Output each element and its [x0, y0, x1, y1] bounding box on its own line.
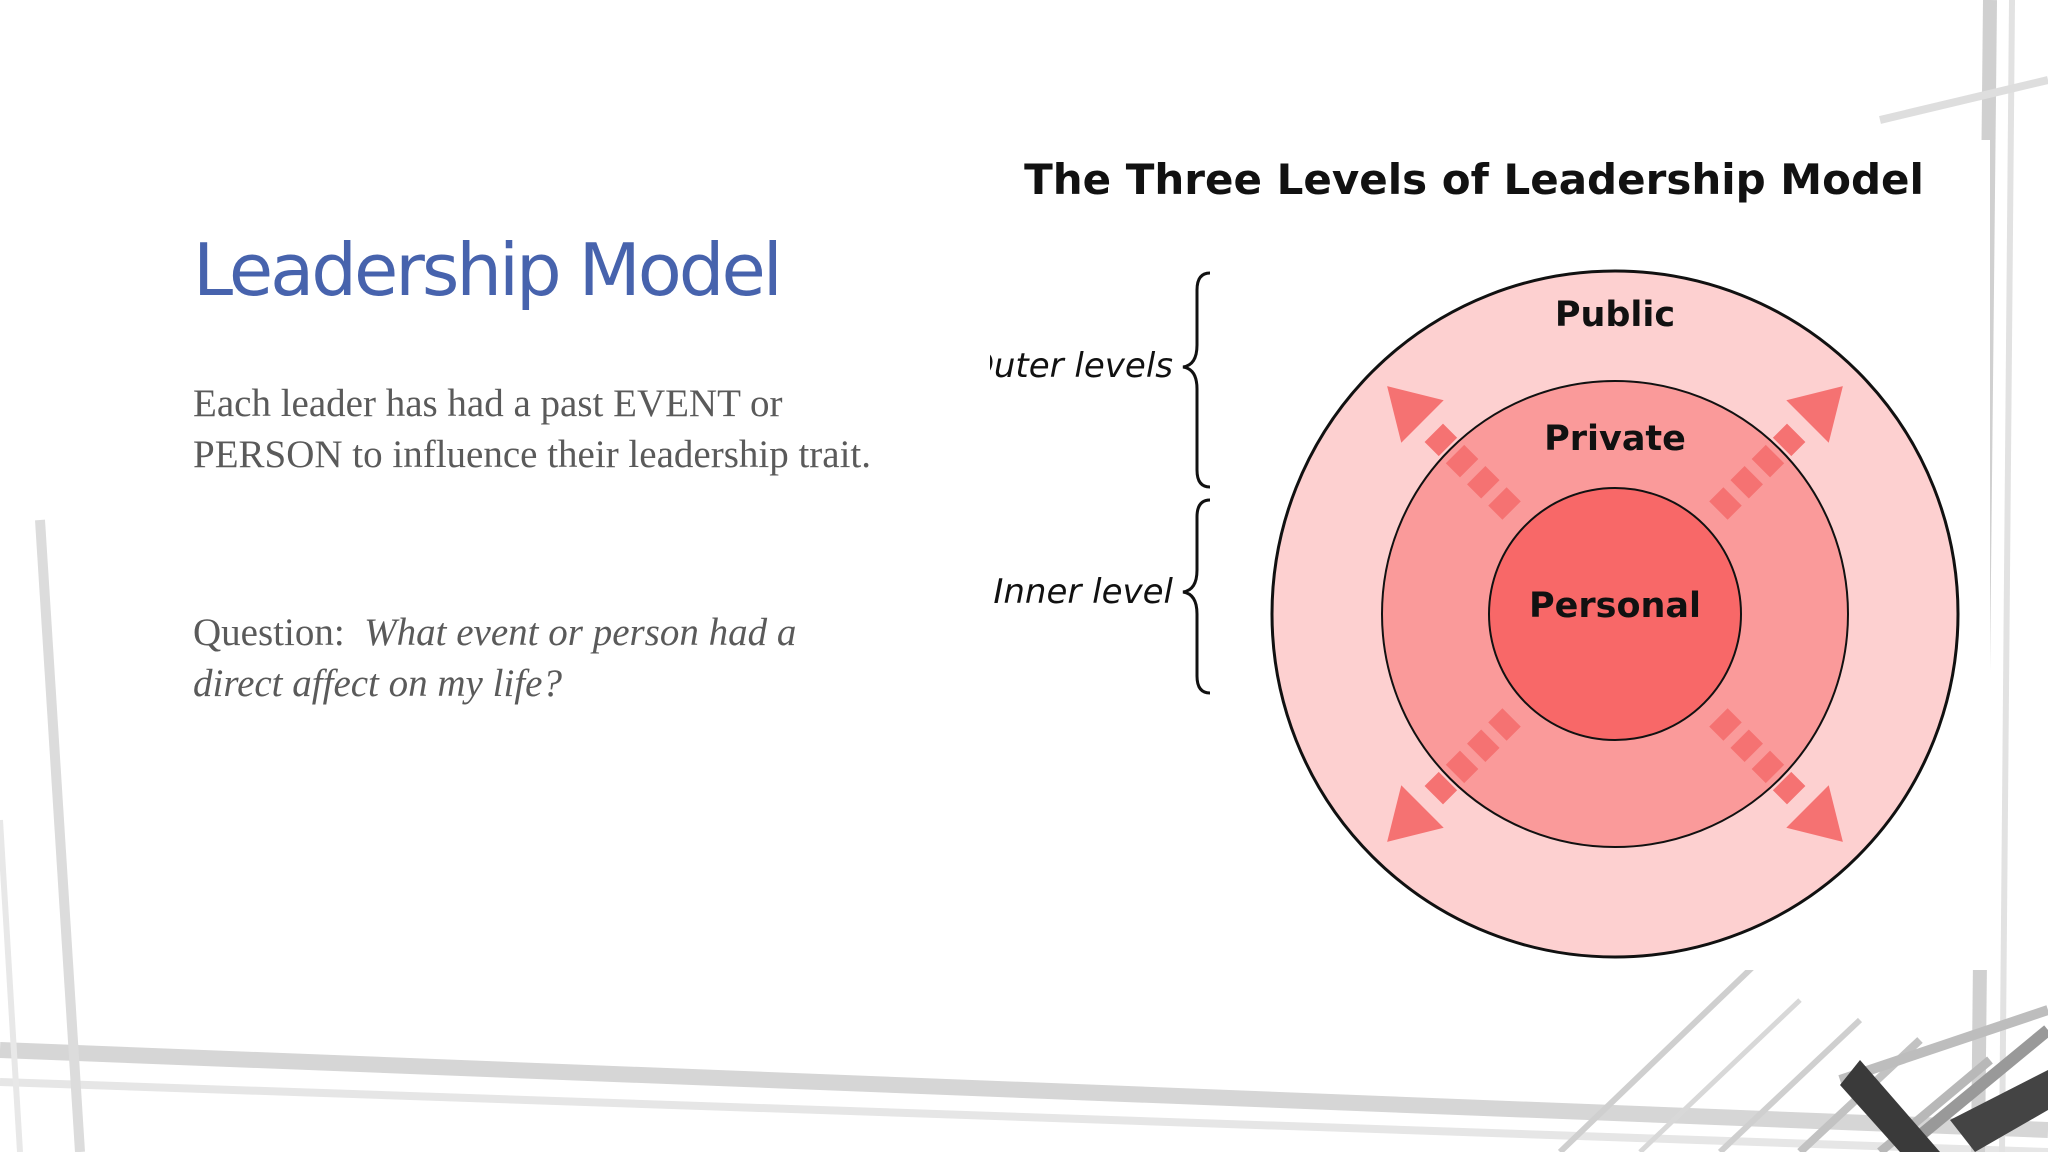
public-label: Public [1555, 295, 1675, 335]
personal-ring [1488, 487, 1742, 741]
body-paragraph: Each leader has had a past EVENT or PERS… [193, 382, 872, 476]
slide-title: Leadership Model [193, 228, 783, 312]
question-body: What event or person had a direct affect… [193, 611, 797, 705]
question-label: Question: [193, 611, 345, 654]
inner-level-brace [1182, 498, 1211, 695]
inner-level-label: Inner level [993, 572, 1173, 612]
question-paragraph: Question: What event or person had a dir… [193, 607, 893, 709]
leadership-levels-diagram: The Three Levels of Leadership Model Out… [990, 140, 1990, 970]
private-label: Private [1544, 419, 1686, 459]
personal-label: Personal [1529, 586, 1701, 626]
diagram-title: The Three Levels of Leadership Model [1024, 155, 1924, 204]
outer-levels-brace [1182, 271, 1211, 489]
outer-levels-label: Outer levels [990, 346, 1173, 386]
